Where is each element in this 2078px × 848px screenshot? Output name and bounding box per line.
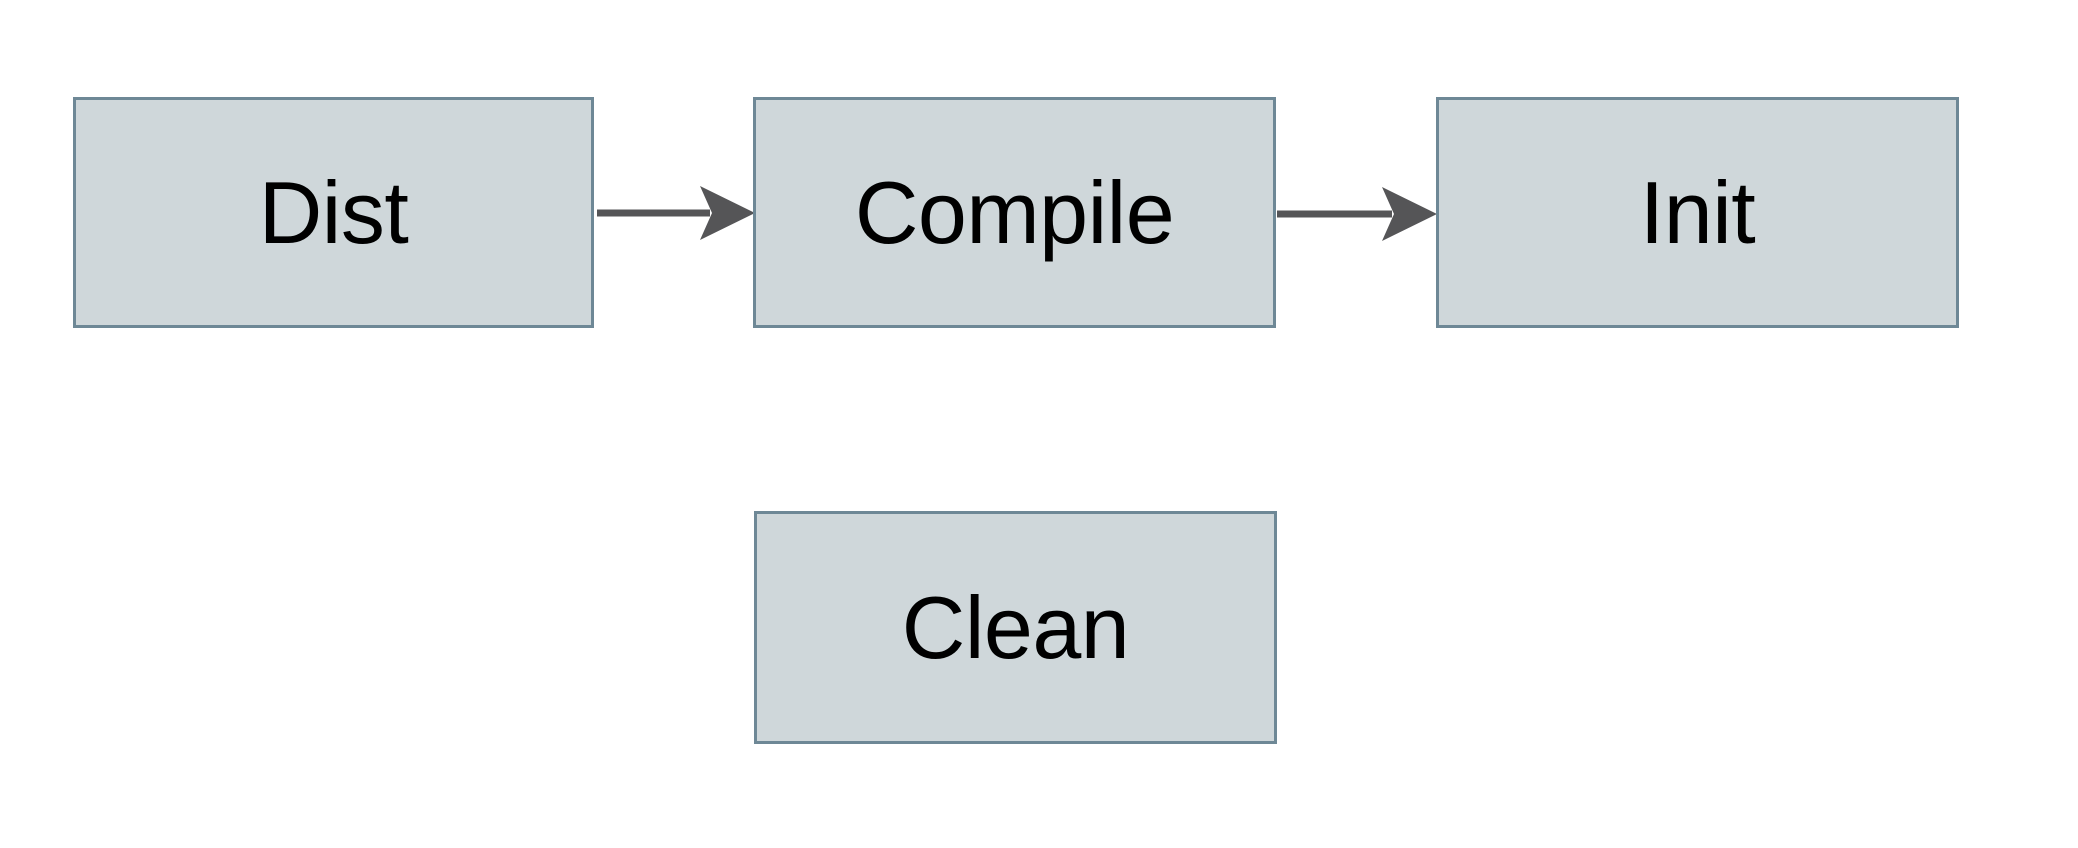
node-dist-label: Dist [258, 162, 409, 262]
node-clean-label: Clean [901, 577, 1130, 677]
edge-compile-to-init[interactable] [1277, 187, 1437, 241]
node-compile-label: Compile [854, 162, 1175, 262]
node-init[interactable]: Init [1436, 97, 1959, 328]
edge-dist-to-compile[interactable] [597, 186, 755, 240]
edge-dist-to-compile-arrowhead [700, 186, 755, 240]
edge-compile-to-init-arrowhead [1382, 187, 1437, 241]
node-clean[interactable]: Clean [754, 511, 1277, 744]
node-compile[interactable]: Compile [753, 97, 1276, 328]
node-dist[interactable]: Dist [73, 97, 594, 328]
node-init-label: Init [1639, 162, 1756, 262]
